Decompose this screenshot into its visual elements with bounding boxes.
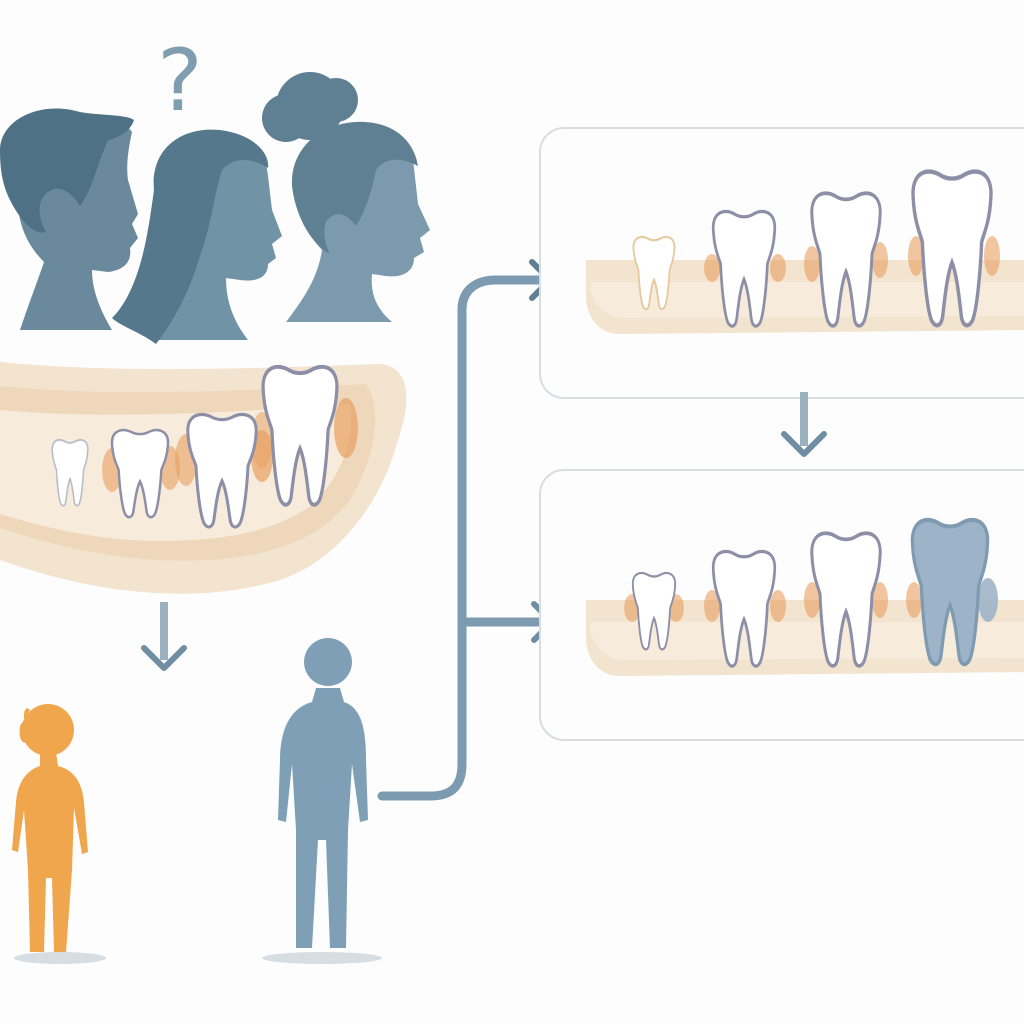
down-arrow-left	[141, 602, 187, 671]
head-silhouette-man	[0, 108, 138, 330]
question-mark: ?	[157, 31, 203, 131]
adult-figure	[262, 638, 382, 964]
panel-bottom-gum	[586, 578, 1024, 676]
panel-top-gum	[586, 236, 1024, 334]
svg-text:?: ?	[157, 31, 203, 131]
head-silhouette-woman-long-hair	[112, 129, 282, 344]
head-silhouette-woman-bun	[262, 72, 430, 322]
down-arrow-panels	[781, 392, 827, 457]
branch-connector	[377, 259, 555, 801]
child-figure	[12, 704, 106, 964]
